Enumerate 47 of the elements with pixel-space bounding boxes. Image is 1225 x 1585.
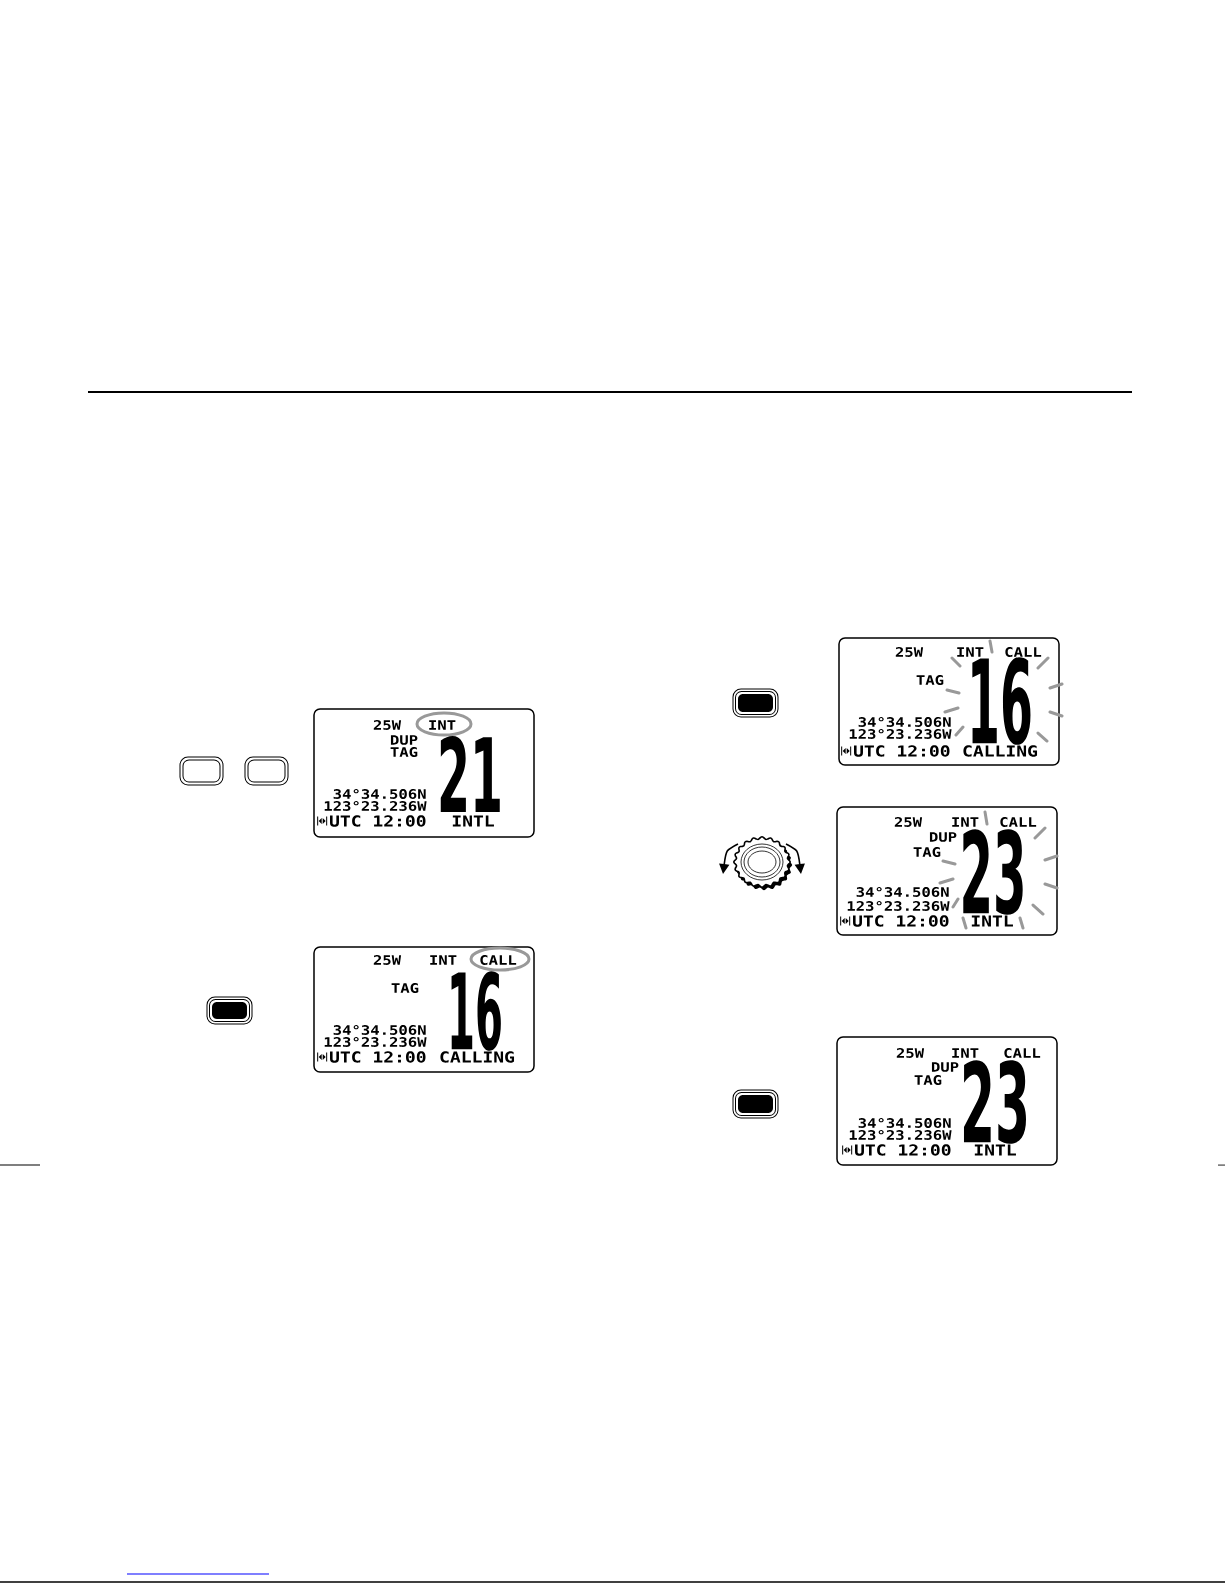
display-text: CALL (1004, 1048, 1041, 1058)
display-text: 123°23.236W (324, 1037, 427, 1047)
display-text: 123°23.236W (849, 1130, 952, 1140)
display-text: INTL (971, 915, 1013, 927)
display-text: TAG (914, 1075, 942, 1085)
display-text: INTL (974, 1144, 1016, 1156)
display-text: INT (430, 955, 457, 965)
display-text: CALL (480, 955, 517, 965)
channel-number: 16 (972, 657, 1031, 745)
display-text: 34°34.506N (333, 789, 426, 799)
display-text: 34°34.506N (858, 1118, 951, 1128)
display-text: TAG (390, 747, 418, 757)
display-text: DUP (390, 735, 418, 745)
display-text: TAG (916, 675, 944, 685)
display-text: DUP (929, 832, 957, 842)
display-text: TAG (913, 847, 941, 857)
display-text: 25W (373, 955, 402, 965)
display-text: 123°23.236W (849, 729, 952, 739)
display-text: 34°34.506N (856, 887, 949, 897)
display-text: DUP (931, 1062, 959, 1072)
display-text: 25W (894, 817, 923, 827)
channel-number: 23 (963, 829, 1023, 915)
display-text: UTC 12:00 (855, 1144, 951, 1156)
display-text: INT (952, 1048, 979, 1058)
channel-number: 16 (451, 971, 501, 1051)
display-text: 25W (373, 720, 402, 730)
display-text: 34°34.506N (333, 1025, 426, 1035)
display-text: 34°34.506N (858, 717, 951, 727)
channel-number: 21 (440, 736, 500, 812)
display-text: CALLING (963, 745, 1038, 757)
display-text: INT (429, 720, 456, 730)
display-text: UTC 12:00 (330, 1051, 426, 1063)
display-text: 25W (895, 647, 924, 657)
display-text: UTC 12:00 (330, 815, 426, 827)
display-text: UTC 12:00 (854, 745, 950, 757)
channel-number: 23 (964, 1060, 1026, 1144)
display-text: INT (952, 817, 979, 827)
display-text: 25W (896, 1048, 925, 1058)
display-text: CALL (1000, 817, 1037, 827)
display-text: UTC 12:00 (853, 915, 949, 927)
display-text: CALL (1005, 647, 1042, 657)
display-text: 123°23.236W (847, 901, 950, 911)
display-text: CALLING (440, 1051, 515, 1063)
display-text: INTL (452, 815, 494, 827)
display-text: 123°23.236W (324, 801, 427, 811)
display-text: TAG (391, 983, 419, 993)
display-text: INT (957, 647, 984, 657)
